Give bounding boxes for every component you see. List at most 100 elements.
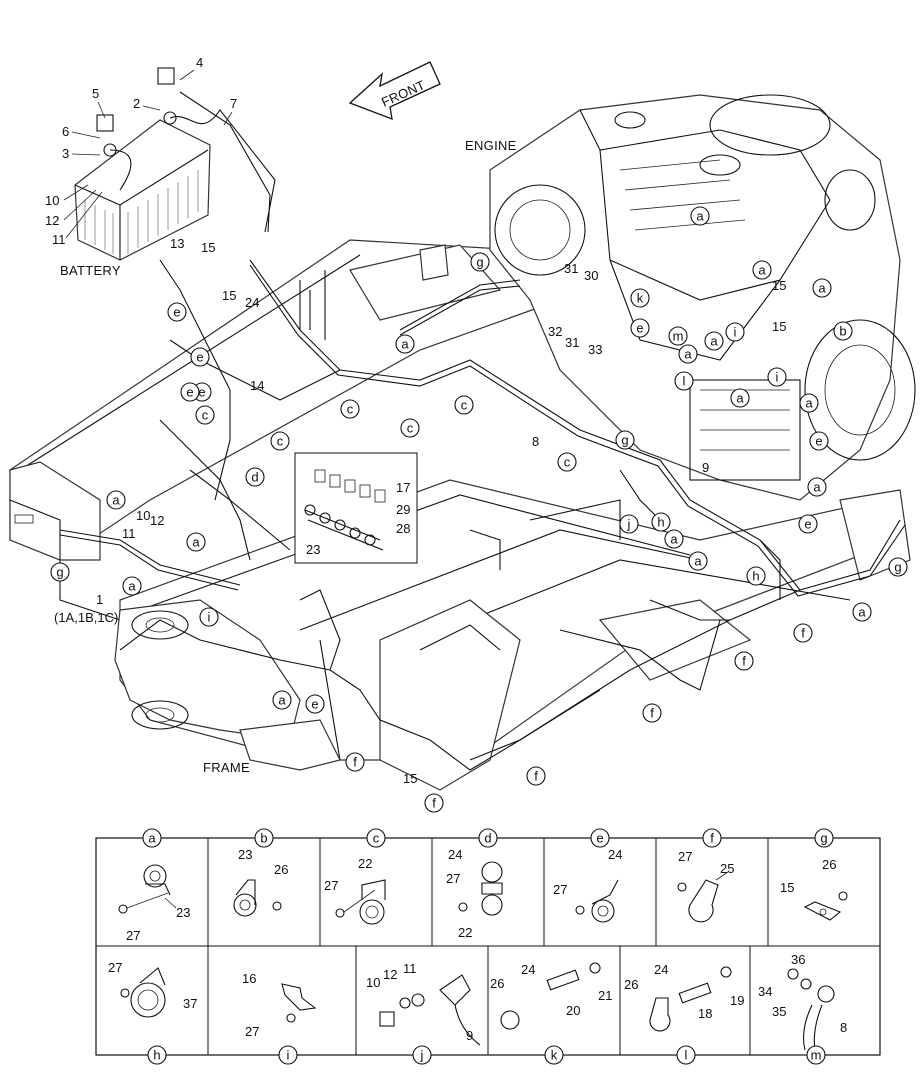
callout-a-26-letter: a: [112, 493, 120, 508]
part-1-variants: (1A,1B,1C): [54, 610, 118, 625]
detail-g-part-26: 26: [822, 857, 836, 872]
callout-f-34: f: [424, 793, 444, 813]
part-2: 2: [133, 96, 140, 111]
detail-callout-m-letter: m: [811, 1048, 822, 1063]
callout-f-37-letter: f: [742, 654, 746, 669]
callout-a-10-letter: a: [684, 347, 692, 362]
callout-k-4-letter: k: [637, 291, 644, 306]
detail-k-part-21: 21: [598, 988, 612, 1003]
callout-e-48: e: [809, 431, 829, 451]
detail-l-part-26: 26: [624, 977, 638, 992]
detail-callout-i: i: [278, 1045, 298, 1065]
callout-f-33-letter: f: [353, 755, 357, 770]
detail-callout-k: k: [544, 1045, 564, 1065]
detail-b-drawing: [233, 879, 282, 917]
callout-a-47: a: [807, 477, 827, 497]
callout-i-5: i: [725, 322, 745, 342]
callout-f-36: f: [642, 703, 662, 723]
detail-i-drawing: [281, 983, 317, 1023]
callout-a-28-letter: a: [128, 579, 136, 594]
callout-a-44-letter: a: [670, 532, 678, 547]
part-29: 29: [396, 502, 410, 517]
callout-f-38: f: [793, 623, 813, 643]
detail-k-part-26: 26: [490, 976, 504, 991]
detail-b-part-23: 23: [238, 847, 252, 862]
callout-a-13: a: [730, 388, 750, 408]
detail-j-drawing: [379, 974, 481, 1046]
detail-callout-i-letter: i: [287, 1048, 290, 1063]
detail-f-drawing: [677, 871, 729, 923]
detail-c-part-22: 22: [358, 856, 372, 871]
callout-a-2: a: [752, 260, 772, 280]
detail-callout-m: m: [806, 1045, 826, 1065]
callout-a-31: a: [272, 690, 292, 710]
part-5: 5: [92, 86, 99, 101]
callout-a-3-letter: a: [818, 281, 826, 296]
part-31-a: 31: [564, 261, 578, 276]
detail-a-part-23: 23: [176, 905, 190, 920]
part-10: 10: [45, 193, 59, 208]
callout-f-35: f: [526, 766, 546, 786]
part-15-b: 15: [222, 288, 236, 303]
detail-callout-g-letter: g: [820, 831, 827, 846]
part-1: 1: [96, 592, 103, 607]
callout-i-5-letter: i: [734, 325, 737, 340]
callout-a-44: a: [664, 529, 684, 549]
battery: [74, 67, 276, 261]
callout-a-49-letter: a: [805, 396, 813, 411]
callout-e-50-letter: e: [186, 385, 193, 400]
detail-callout-a: a: [142, 828, 162, 848]
callout-h-45-letter: h: [752, 569, 759, 584]
detail-f-part-25: 25: [720, 861, 734, 876]
part-numbers: 4 5 2 7 6 3 10 12 11 13 15 15 24 14 31 3…: [45, 55, 786, 786]
callout-a-2-letter: a: [758, 263, 766, 278]
battery-label: BATTERY: [60, 263, 121, 278]
part-3: 3: [62, 146, 69, 161]
callout-i-30: i: [199, 607, 219, 627]
callout-f-33: f: [345, 752, 365, 772]
callout-c-24-letter: c: [564, 455, 571, 470]
detail-callout-b: b: [254, 828, 274, 848]
callout-a-49: a: [799, 393, 819, 413]
detail-g-drawing: [803, 891, 848, 921]
detail-callout-g: g: [814, 828, 834, 848]
callout-c-20-letter: c: [461, 398, 468, 413]
detail-callout-c-letter: c: [373, 831, 380, 846]
detail-e-part-24: 24: [608, 847, 622, 862]
detail-j-part-12: 12: [383, 967, 397, 982]
callout-b-6-letter: b: [839, 324, 846, 339]
callout-g-41-letter: g: [894, 560, 901, 575]
detail-k-part-24: 24: [521, 962, 535, 977]
detail-k-drawing: [500, 962, 601, 1030]
detail-m-part-36: 36: [791, 952, 805, 967]
detail-callout-c: c: [366, 828, 386, 848]
callout-c-20: c: [454, 395, 474, 415]
callout-g-29-letter: g: [56, 565, 63, 580]
callout-a-26: a: [106, 490, 126, 510]
callout-g-23: g: [615, 430, 635, 450]
callout-a-18-letter: a: [401, 337, 409, 352]
detail-callout-j: j: [412, 1045, 432, 1065]
callout-k-4: k: [630, 288, 650, 308]
detail-g-part-15: 15: [780, 880, 794, 895]
detail-d-drawing: [458, 861, 503, 916]
relay-inset: 17 29 28 23: [294, 452, 418, 564]
callout-a-3: a: [812, 278, 832, 298]
part-4: 4: [196, 55, 203, 70]
callout-e-14: e: [167, 302, 187, 322]
callout-a-40-letter: a: [694, 554, 702, 569]
callout-l-11: l: [674, 371, 694, 391]
callout-e-46: e: [798, 514, 818, 534]
part-8: 8: [532, 434, 539, 449]
callout-h-45: h: [746, 566, 766, 586]
callout-e-32-letter: e: [311, 697, 318, 712]
part-24: 24: [245, 295, 259, 310]
detail-a-part-27: 27: [126, 928, 140, 943]
detail-callout-f: f: [702, 828, 722, 848]
detail-k-part-20: 20: [566, 1003, 580, 1018]
callout-f-36-letter: f: [650, 706, 654, 721]
part-10-frame: 10: [136, 508, 150, 523]
callout-c-21: c: [400, 418, 420, 438]
